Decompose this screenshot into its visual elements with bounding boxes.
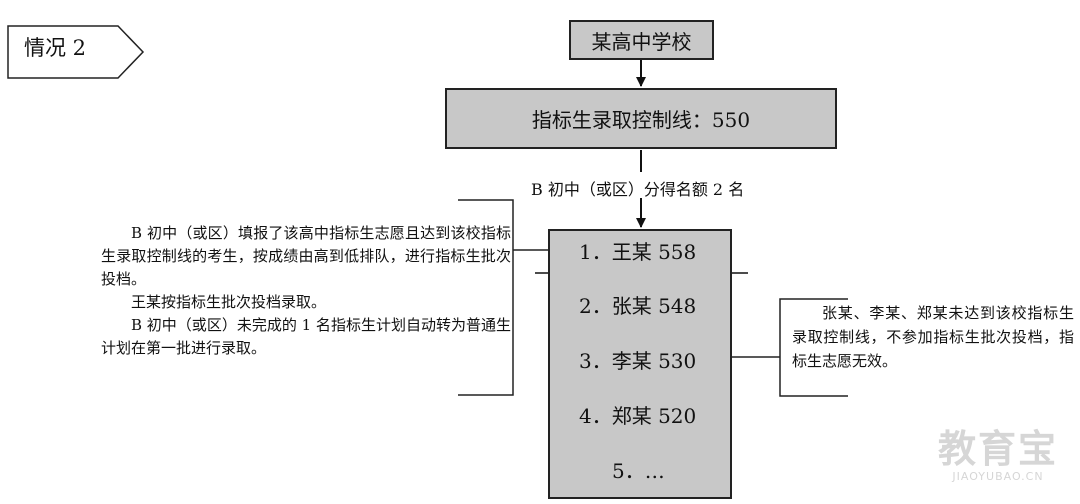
ranking-item: 4．郑某 520 xyxy=(579,404,697,428)
left-note-paragraph: B 初中（或区）未完成的 1 名指标生计划自动转为普通生计划在第一批进行录取。 xyxy=(101,316,511,357)
school-box: 某高中学校 xyxy=(569,20,714,60)
school-label: 某高中学校 xyxy=(591,29,692,54)
ranking-item: 5．… xyxy=(612,459,665,483)
quota-label: B 初中（或区）分得名额 2 名 xyxy=(531,180,745,199)
cutoff-box: 指标生录取控制线：550 xyxy=(445,88,837,149)
tag-shape xyxy=(7,25,145,79)
watermark-url: JIAOYUBAO.CN xyxy=(952,470,1044,483)
left-bracket xyxy=(458,199,514,396)
ranking-item: 1．王某 558 xyxy=(579,240,697,264)
right-note: 张某、李某、郑某未达到该校指标生录取控制线，不参加指标生批次投档，指标生志愿无效… xyxy=(792,304,1074,370)
situation-tag-label: 情况 2 xyxy=(24,36,87,60)
left-note: B 初中（或区）填报了该高中指标生志愿且达到该校指标生录取控制线的考生，按成绩由… xyxy=(101,222,511,360)
left-note-paragraph: 王某按指标生批次投档录取。 xyxy=(131,293,327,311)
watermark-logo: 教育宝 JIAOYUBAO.CN xyxy=(928,428,1068,484)
cutoff-label: 指标生录取控制线：550 xyxy=(531,108,751,132)
left-note-paragraph: B 初中（或区）填报了该高中指标生志愿且达到该校指标生录取控制线的考生，按成绩由… xyxy=(101,224,511,288)
watermark-brand: 教育宝 xyxy=(937,427,1058,471)
right-bracket xyxy=(779,298,848,397)
ranking-list-box xyxy=(548,229,732,499)
ranking-item: 3．李某 530 xyxy=(579,349,697,373)
ranking-item: 2．张某 548 xyxy=(579,294,697,318)
